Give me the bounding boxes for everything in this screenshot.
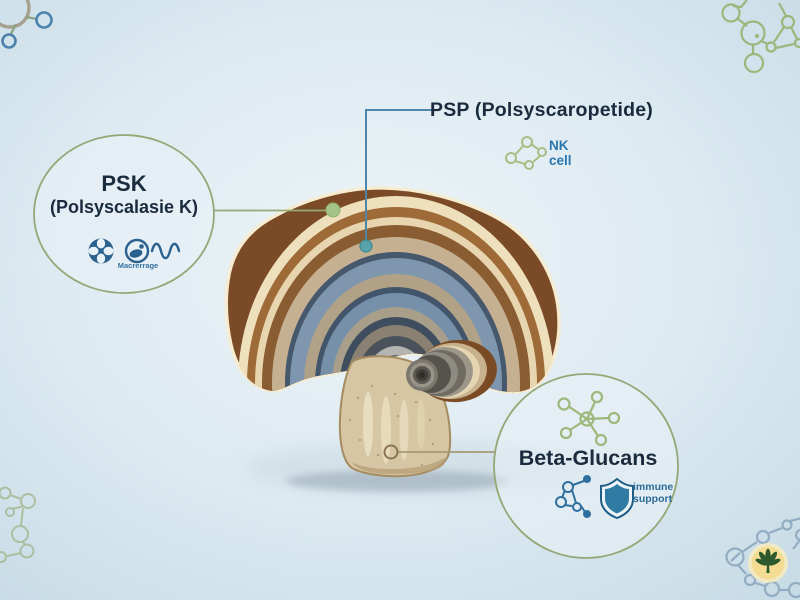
activity-wave-icon (150, 242, 181, 260)
immune-support-caption: immune support (633, 481, 673, 505)
molecule-decoration-top-right (721, 0, 800, 74)
immune-shield-icon (600, 477, 634, 520)
psp-label: PSP (Polsyscaropetide) (430, 99, 653, 121)
nk-label-line1: NK (549, 138, 569, 153)
nk-molecule-icon (505, 136, 547, 170)
rolled-side-cap-illustration (406, 339, 497, 403)
beta-glucans-label: Beta-Glucans (518, 446, 658, 470)
immune-caption-line2: support (633, 493, 673, 505)
beta-leader-line (383, 444, 495, 460)
psk-anchor-dot (325, 202, 341, 218)
polysaccharide-molecule-icon (555, 475, 591, 518)
beta-anchor-ring (383, 444, 399, 460)
psk-label-line1: PSK (101, 171, 147, 196)
psp-anchor-dot (359, 239, 373, 253)
molecule-decoration-bottom-left (0, 486, 36, 563)
macrophage-caption: Macrerrage (117, 261, 159, 270)
beta-glucan-molecule-icon (557, 390, 621, 447)
nk-label-line2: cell (549, 153, 572, 168)
psk-label-line2: (Polsyscalasie K) (49, 197, 199, 217)
pathogen-wheel-icon (88, 238, 114, 264)
macrophage-cell-icon (124, 238, 150, 264)
leaf-logo (748, 543, 788, 583)
molecule-decoration-top-left (0, 0, 53, 49)
immune-caption-line1: immune (633, 481, 674, 493)
nk-cell-label: NK cell (549, 138, 572, 168)
psk-label: PSK (Polsyscalasie K) (24, 171, 224, 218)
beta-callout-circle (493, 373, 679, 559)
psk-leader-line (214, 202, 341, 218)
molecule-decoration-bottom-right (725, 517, 800, 599)
psp-leader-line (359, 109, 432, 253)
